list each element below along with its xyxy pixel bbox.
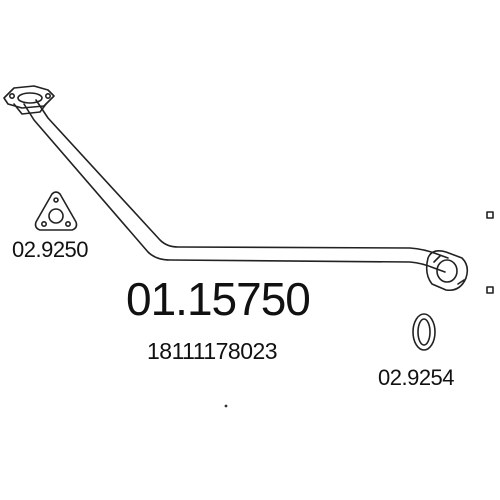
gasket-02-9250-drawing bbox=[34, 191, 78, 231]
oem-part-number: 18111178023 bbox=[147, 338, 278, 364]
edge-marker bbox=[486, 286, 494, 294]
outlet-flange bbox=[425, 250, 469, 292]
edge-marker bbox=[486, 211, 494, 219]
inlet-flange bbox=[3, 85, 55, 115]
front-pipe bbox=[23, 99, 449, 273]
ring-02-9254-drawing bbox=[412, 313, 436, 351]
part-number-02-9254: 02.9254 bbox=[378, 365, 455, 390]
stray-dot bbox=[224, 404, 228, 408]
main-part-number: 01.15750 bbox=[126, 273, 311, 325]
part-number-02-9250: 02.9250 bbox=[12, 237, 89, 262]
